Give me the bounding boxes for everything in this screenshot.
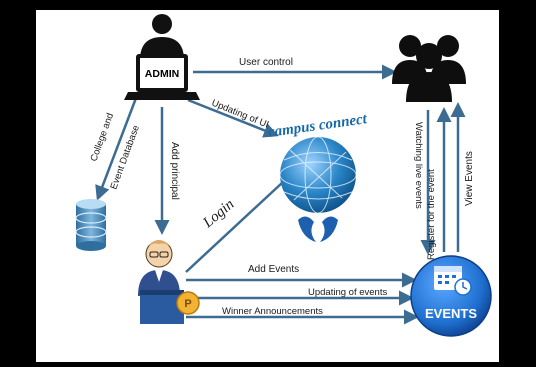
college-db-label-1: College and	[88, 112, 116, 163]
globe-icon	[279, 136, 357, 214]
brand-text: campus connect	[267, 111, 369, 141]
diagram-canvas: ADMIN campus connect	[36, 10, 499, 362]
swans-icon	[298, 216, 338, 242]
database-icon	[75, 199, 107, 251]
admin-node: ADMIN	[124, 14, 200, 100]
calendar-clock-icon	[434, 266, 472, 296]
system-diagram: ADMIN campus connect	[75, 14, 492, 337]
login-label: Login	[200, 196, 238, 231]
events-label: EVENTS	[425, 306, 477, 321]
right-letterbox	[499, 0, 536, 365]
add-principal-label: Add principal	[169, 142, 180, 200]
users-group-icon	[392, 35, 466, 102]
college-db-arrow	[95, 97, 138, 201]
events-node: EVENTS	[410, 255, 492, 337]
register-for-event-label: Register for the event	[426, 169, 437, 260]
admin-label: ADMIN	[145, 68, 179, 80]
updating-of-ui-label: Updating of UI	[210, 98, 270, 131]
connections	[95, 64, 466, 325]
watching-live-events-label: Watching live events	[413, 122, 424, 209]
add-events-label: Add Events	[248, 264, 299, 275]
left-letterbox	[0, 0, 36, 365]
updating-of-ui-arrow	[187, 98, 279, 138]
updating-of-events-label: Updating of events	[308, 287, 387, 298]
login-arrow	[185, 181, 284, 273]
admin-laptop-icon	[124, 14, 200, 100]
svg-text:P: P	[184, 298, 191, 310]
view-events-label: View Events	[464, 151, 475, 206]
winner-announcements-label: Winner Announcements	[222, 306, 323, 317]
campus-connect-logo: campus connect	[267, 111, 369, 242]
principal-icon: P	[138, 240, 200, 324]
user-control-label: User control	[239, 57, 293, 68]
